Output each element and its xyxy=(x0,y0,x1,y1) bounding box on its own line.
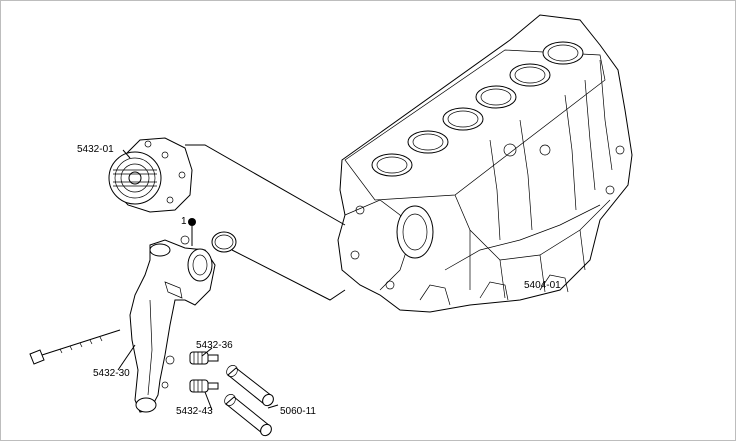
leader-lines xyxy=(117,144,346,411)
o-ring[interactable] xyxy=(211,231,237,253)
label-thermostat-housing: 5432-30 xyxy=(93,368,130,379)
label-oring-ref: 1 xyxy=(181,216,187,227)
label-water-pump: 5432-01 xyxy=(77,144,114,155)
hose-lower[interactable] xyxy=(222,392,273,438)
engine-block[interactable] xyxy=(337,14,633,313)
bolt-ref-1[interactable] xyxy=(188,218,196,246)
mounting-bolt[interactable] xyxy=(29,329,121,365)
water-pump[interactable] xyxy=(108,137,193,213)
label-hose: 5060-11 xyxy=(280,406,316,417)
fitting-lower[interactable] xyxy=(189,379,219,393)
label-engine-block: 5404-01 xyxy=(524,280,561,291)
label-fitting-lower: 5432-43 xyxy=(176,406,213,417)
thermostat-housing[interactable] xyxy=(129,235,216,413)
label-fitting-upper: 5432-36 xyxy=(196,340,233,351)
hose-upper[interactable] xyxy=(224,363,275,408)
cylinder-bores xyxy=(371,41,584,177)
